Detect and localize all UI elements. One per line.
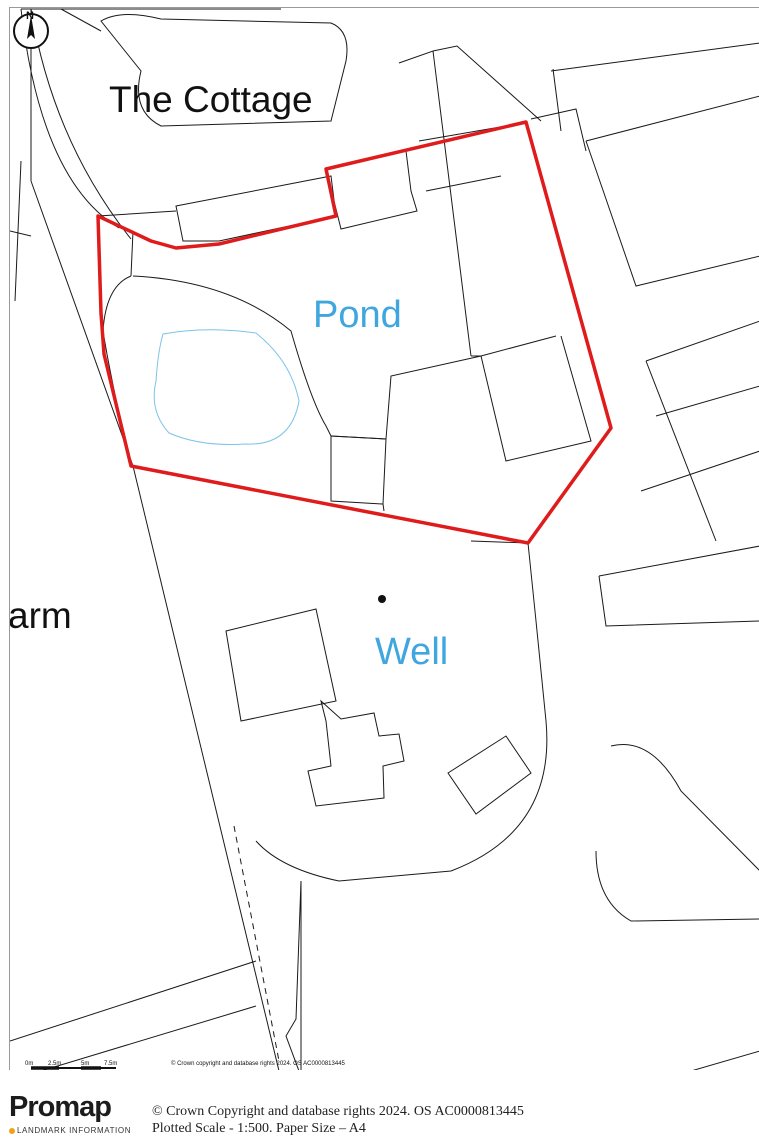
promap-logo-subtitle: LANDMARK INFORMATION bbox=[9, 1127, 131, 1135]
footer-copyright: © Crown Copyright and database rights 20… bbox=[152, 1104, 524, 1119]
north-arrow-icon: N bbox=[13, 10, 49, 49]
scale-tick-1: 2.5m bbox=[48, 1061, 61, 1067]
map-frame[interactable]: The Cottage Pond Well arm N 0m 2.5m 5m 7… bbox=[9, 7, 759, 1070]
map-footer bbox=[0, 1070, 759, 1138]
logo-subtitle-text: LANDMARK INFORMATION bbox=[17, 1126, 132, 1135]
north-letter: N bbox=[26, 10, 34, 22]
logo-dot-icon bbox=[9, 1127, 15, 1134]
scale-tick-3: 7.5m bbox=[104, 1061, 117, 1067]
pond-label: Pond bbox=[313, 294, 402, 336]
footer-plot-info: Plotted Scale - 1:500. Paper Size – A4 bbox=[152, 1121, 366, 1136]
scale-tick-0: 0m bbox=[25, 1061, 33, 1067]
dashed-path bbox=[233, 825, 280, 1062]
well-marker bbox=[378, 595, 386, 603]
map-canvas[interactable]: The Cottage Pond Well arm N 0m 2.5m 5m 7… bbox=[10, 8, 759, 1070]
well-label: Well bbox=[375, 631, 448, 673]
map-inline-copyright: © Crown copyright and database rights 20… bbox=[171, 1060, 346, 1067]
pond-water-outline bbox=[153, 329, 300, 445]
site-boundary[interactable] bbox=[96, 120, 613, 545]
farm-label-partial: arm bbox=[10, 595, 72, 636]
scale-bar: 0m 2.5m 5m 7.5m © Crown copyright and da… bbox=[25, 1060, 346, 1070]
promap-logo[interactable]: Promap bbox=[9, 1091, 112, 1123]
cottage-label: The Cottage bbox=[109, 79, 313, 120]
base-linework bbox=[10, 8, 759, 1070]
scale-tick-2: 5m bbox=[81, 1061, 89, 1067]
